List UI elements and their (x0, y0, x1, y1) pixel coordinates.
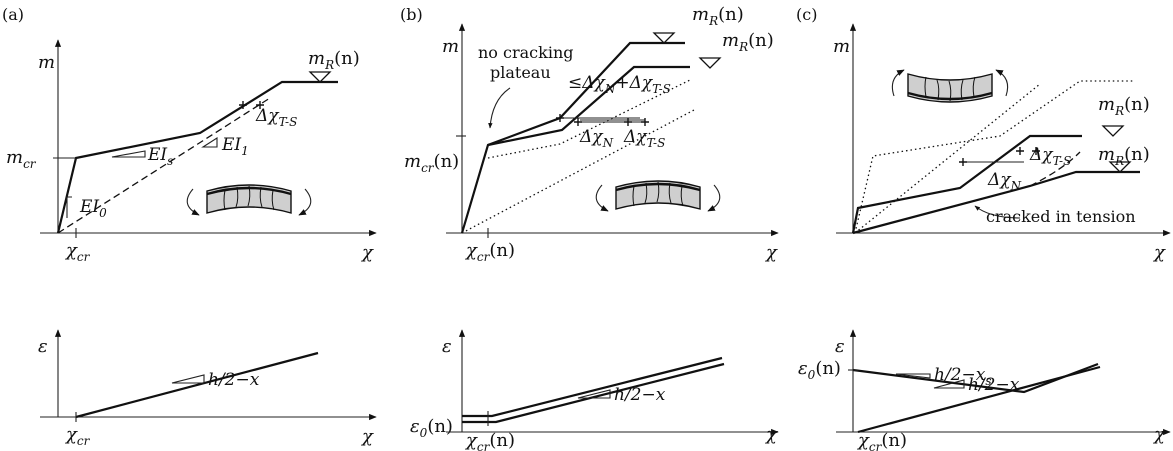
b-marker-4 (640, 117, 650, 127)
b-mr1-label: mR(n) (692, 4, 744, 28)
a-dchi-ts-label: ΔχT-S (255, 106, 297, 129)
b-support-2 (698, 57, 722, 69)
a-dashed-line (57, 97, 271, 234)
a-mr-label: mR(n) (308, 48, 360, 72)
a-eis-label: EIs (147, 145, 173, 168)
a-chi-label: χ (360, 242, 374, 263)
b-marker-3 (623, 117, 633, 127)
panel-a: (a) m χ mcr EI0 EIs EI1 ΔχT-S mR(n) χcr (2, 5, 377, 448)
c-dts-label: ΔχT-S (1029, 145, 1071, 168)
panel-b: (b) m χ no cracking plateau mR(n) mR(n) … (400, 4, 779, 451)
b-dn-label: ΔχN (579, 127, 614, 150)
a-chi2-label: χ (360, 426, 374, 447)
c-eps-label: ε (835, 336, 845, 357)
c-chicrn-label: χcr(n) (856, 430, 907, 451)
b-support-1 (652, 32, 676, 44)
b-dotted-upper (487, 79, 691, 159)
a-chicr-label: χcr (64, 240, 91, 264)
b-eps-label: ε (442, 336, 452, 357)
c-strain-line-lower (857, 365, 1101, 434)
panel-b-tag: (b) (400, 5, 423, 24)
c-mr2-label: mR(n) (1098, 144, 1150, 168)
c-curve-upper (851, 134, 1082, 234)
c-marker-1 (958, 157, 968, 167)
c-mr1-label: mR(n) (1098, 94, 1150, 118)
b-no-cracking-label: no cracking (478, 43, 574, 62)
c-leader-arrow (974, 205, 1021, 219)
c-chi2-label: χ (1152, 424, 1166, 445)
c-dn-label: ΔχN (987, 170, 1022, 193)
c-slope-triangle-2 (933, 379, 965, 389)
c-slope1-label: h/2−xs (934, 365, 992, 388)
b-chi2-label: χ (764, 424, 778, 445)
panel-a-tag: (a) (2, 5, 24, 24)
c-curve-lower (852, 170, 1140, 235)
b-leader-arrow (488, 87, 511, 129)
a-eps-label: ε (38, 336, 48, 357)
a-support-triangle (308, 71, 332, 83)
b-m-label: m (442, 36, 459, 57)
c-chi-label: χ (1152, 242, 1166, 263)
a-beam-illustration (186, 183, 312, 216)
a-ei0-label: EI0 (79, 197, 107, 220)
c-cracked-label: cracked in tension (986, 207, 1136, 226)
c-dashed-curve (1029, 151, 1081, 187)
b-strain-line-1 (462, 356, 723, 418)
a-eis-triangle (111, 150, 146, 158)
c-support-1 (1101, 125, 1125, 137)
b-dts-label: ΔχT-S (623, 127, 665, 150)
a-ei1-triangle (201, 136, 218, 148)
c-slope2-label: h/2−x (968, 375, 1020, 395)
b-slope-triangle (577, 389, 611, 399)
b-sum-label: ≤ΔχN+ΔχT-S (568, 73, 671, 96)
c-marker-2 (1015, 146, 1025, 156)
a-mcr-label: mcr (6, 147, 37, 171)
c-dotted-upper (854, 80, 1135, 234)
panel-c: (c) m χ mR(n) mR(n) ΔχT-S ΔχN cracked in… (796, 5, 1171, 451)
b-eps0-label: ε0(n) (410, 416, 453, 440)
c-slope-triangle-1 (895, 373, 931, 379)
b-strain-line-2 (462, 362, 725, 424)
b-curve-lower (487, 65, 690, 147)
b-beam-illustration (595, 179, 721, 212)
b-chicrn-label: χcr(n) (464, 240, 515, 264)
b-mr2-label: mR(n) (722, 30, 774, 54)
b-mcrn-label: mcr(n) (404, 151, 459, 175)
a-slope-triangle (171, 374, 205, 384)
a-ei0-triangle (66, 196, 72, 218)
a-strain-line (75, 351, 319, 419)
c-beam-illustration (891, 69, 1009, 104)
panel-c-tag: (c) (796, 5, 817, 24)
b-slope-label: h/2−x (614, 385, 666, 405)
a-slope-label: h/2−x (208, 370, 260, 390)
b-plateau-label: plateau (490, 63, 551, 82)
a-m-label: m (38, 52, 55, 73)
b-chi-label: χ (764, 242, 778, 263)
a-chicr2-label: χcr (64, 424, 91, 448)
b-dotted-lower (461, 109, 695, 234)
a-ei1-label: EI1 (221, 135, 249, 158)
c-eps0-label: ε0(n) (798, 358, 841, 382)
c-m-label: m (833, 36, 850, 57)
c-support-2 (1108, 161, 1132, 173)
a-moment-curve (56, 80, 338, 234)
b-chicrn2-label: χcr(n) (464, 430, 515, 451)
